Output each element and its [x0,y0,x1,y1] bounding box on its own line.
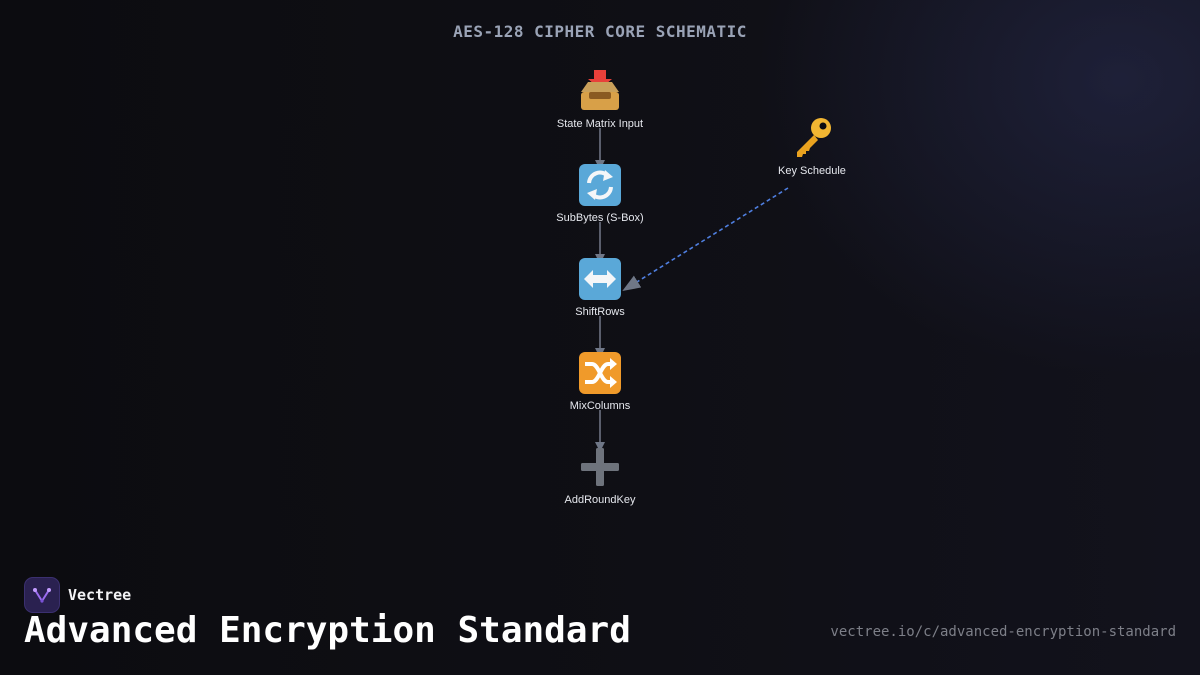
brand-name: Vectree [68,586,132,604]
node-mixcolumns: MixColumns [530,350,670,412]
left-right-arrow-icon [579,258,621,300]
node-label: ShiftRows [575,306,625,318]
node-state-matrix-input: State Matrix Input [530,68,670,130]
node-shiftrows: ShiftRows [530,256,670,318]
page-title: Advanced Encryption Standard [24,610,631,651]
page-url[interactable]: vectree.io/c/advanced-encryption-standar… [830,624,1176,640]
inbox-tray-icon [581,70,619,110]
node-label: State Matrix Input [556,118,644,130]
vectree-logo-icon [24,577,60,613]
node-key-schedule: Key Schedule [742,115,882,177]
node-label: AddRoundKey [564,494,636,506]
node-label: SubBytes (S-Box) [556,212,644,224]
key-icon [797,118,831,157]
rotating-arrows-icon [579,164,621,206]
node-subbytes: SubBytes (S-Box) [530,162,670,224]
shuffle-icon [579,352,621,394]
node-addroundkey: AddRoundKey [530,444,670,506]
node-label: Key Schedule [778,165,846,177]
diagram-title: AES-128 CIPHER CORE SCHEMATIC [453,22,747,41]
node-label: MixColumns [569,400,631,412]
brand: Vectree [24,577,131,613]
plus-icon [581,448,619,486]
